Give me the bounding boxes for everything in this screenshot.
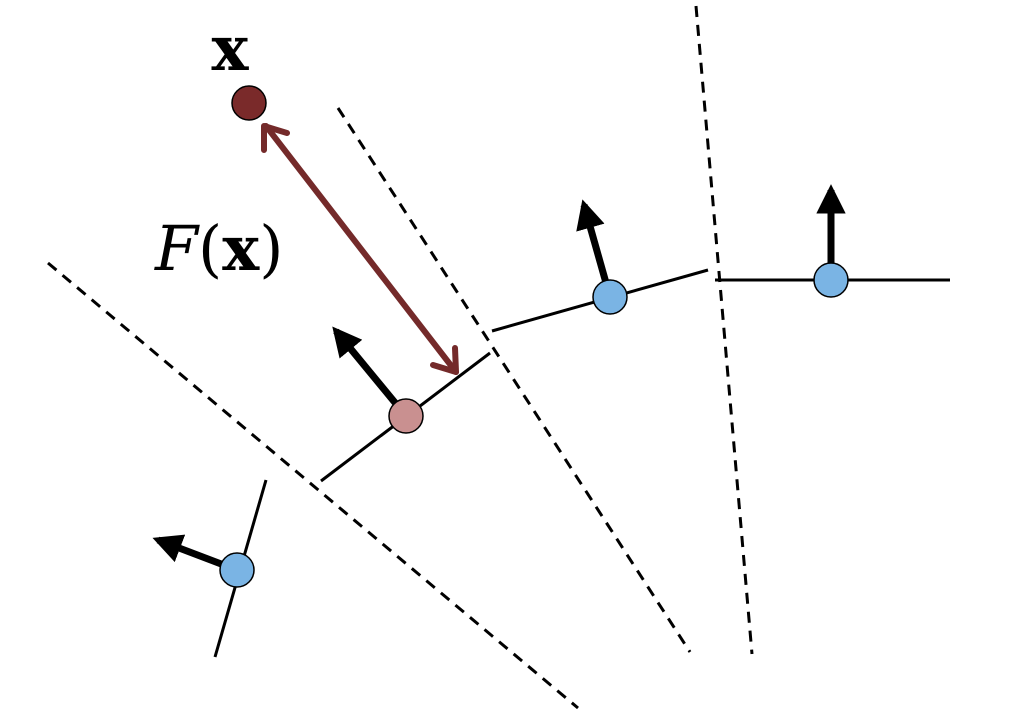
closest-point — [388, 398, 424, 434]
boundary-line-left — [47, 261, 579, 710]
distance-label: F(x) — [154, 212, 283, 285]
distance-label-open: ( — [198, 212, 222, 285]
distance-arrowhead-bottom — [430, 345, 459, 375]
query-point-label: x — [212, 12, 250, 85]
boundary-line-middle — [336, 107, 692, 653]
sample-point-bottom-left — [219, 552, 255, 588]
distance-arrow — [261, 123, 459, 375]
sample-point-right — [813, 262, 849, 298]
distance-arrow-shaft — [263, 123, 459, 375]
distance-label-fn: F — [154, 212, 200, 285]
query-point — [231, 85, 267, 121]
sample-points — [219, 262, 849, 588]
surface-segments — [213, 268, 950, 658]
cell-boundaries — [47, 5, 754, 710]
sample-point-upper — [592, 279, 628, 315]
distance-label-arg: x — [222, 212, 260, 285]
boundary-line-right — [694, 5, 754, 655]
distance-arrowhead-top — [261, 123, 290, 153]
distance-label-close: ) — [259, 212, 283, 285]
normal-arrow-center — [332, 326, 409, 419]
